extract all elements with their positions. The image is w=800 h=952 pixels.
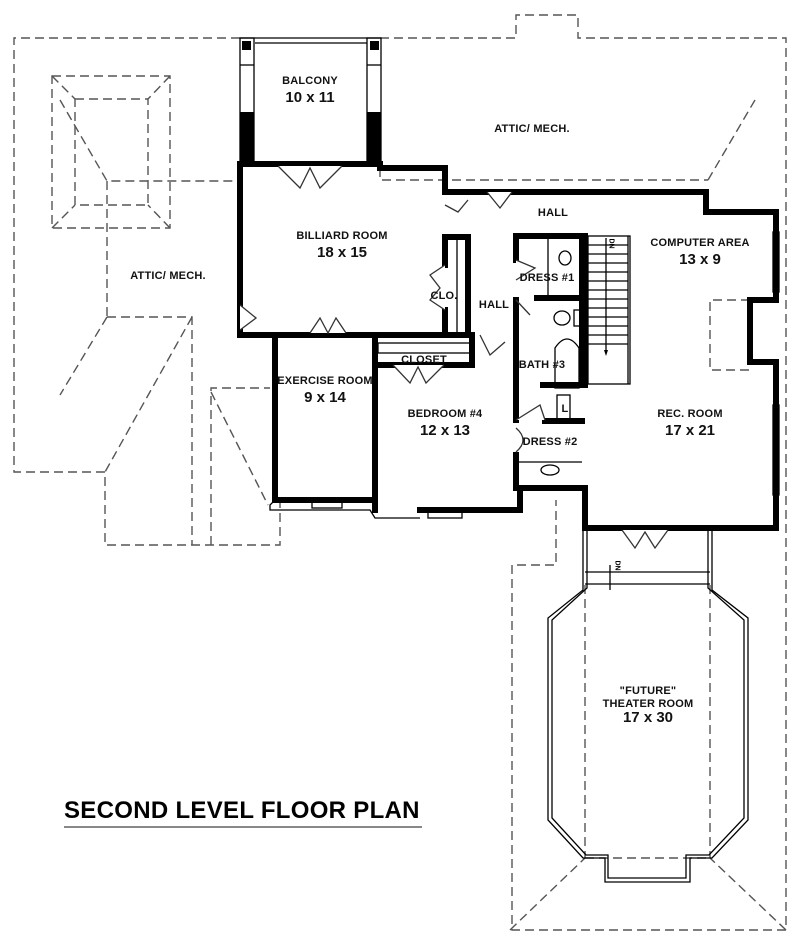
plan-title: SECOND LEVEL FLOOR PLAN	[64, 797, 420, 824]
room-label-dress1: DRESS #1	[520, 273, 575, 284]
room-label-closet-billiard: CLO.	[430, 291, 457, 302]
room-name: ATTIC/ MECH.	[130, 270, 206, 282]
room-label-dress2: DRESS #2	[523, 437, 578, 448]
room-label-bedroom4: BEDROOM #4 12 x 13	[407, 408, 483, 439]
room-dimensions: 13 x 9	[679, 251, 721, 268]
room-dimensions: 9 x 14	[304, 389, 346, 406]
room-label-attic-top: ATTIC/ MECH.	[494, 124, 570, 135]
room-label-hall-top: HALL	[538, 208, 568, 219]
room-label-exercise: EXERCISE ROOM 9 x 14	[277, 375, 373, 406]
room-name-line1: "FUTURE"	[619, 685, 677, 697]
room-dimensions: 10 x 11	[285, 89, 335, 106]
room-label-billiard: BILLIARD ROOM 18 x 15	[296, 230, 388, 261]
stair-treads	[588, 244, 628, 345]
room-name: BATH #3	[518, 359, 566, 371]
theater-room-outline	[547, 530, 749, 883]
theater-stair-down-label: DN	[613, 560, 621, 571]
room-name: EXERCISE ROOM	[277, 375, 373, 387]
room-label-theater: "FUTURE" THEATER ROOM 17 x 30	[602, 685, 694, 726]
room-name: DRESS #1	[519, 272, 575, 284]
room-name: DRESS #2	[522, 436, 578, 448]
balcony-structure	[239, 37, 382, 164]
room-name: BALCONY	[282, 75, 338, 87]
room-name: CLO.	[430, 290, 458, 302]
doors	[239, 165, 669, 550]
room-name: REC. ROOM	[657, 408, 723, 420]
room-name: BILLIARD ROOM	[296, 230, 388, 242]
room-name: COMPUTER AREA	[650, 237, 750, 249]
room-label-rec-room: REC. ROOM 17 x 21	[657, 408, 723, 439]
room-label-attic-left: ATTIC/ MECH.	[130, 271, 206, 282]
room-label-closet-bedroom: CLOSET	[401, 355, 447, 366]
exterior-walls	[237, 161, 779, 531]
roof-outline	[13, 14, 787, 931]
room-dimensions: 12 x 13	[419, 422, 471, 439]
room-name: HALL	[478, 299, 510, 311]
windows	[269, 231, 780, 519]
stair-down-label: DN	[607, 238, 615, 249]
room-dimensions: 17 x 21	[664, 422, 716, 439]
linen-text: L	[561, 403, 569, 415]
room-name: CLOSET	[401, 354, 447, 366]
room-label-computer-area: COMPUTER AREA 13 x 9	[650, 237, 750, 268]
room-label-bath3: BATH #3	[519, 360, 565, 371]
room-name-line2: THEATER ROOM	[602, 698, 694, 710]
room-name: HALL	[537, 207, 569, 219]
room-label-hall-mid: HALL	[479, 300, 509, 311]
room-name: BEDROOM #4	[407, 408, 483, 420]
room-label-balcony: BALCONY 10 x 11	[282, 75, 338, 106]
room-name: ATTIC/ MECH.	[494, 123, 570, 135]
title-underline	[64, 826, 422, 828]
room-dimensions: 18 x 15	[316, 244, 368, 261]
linen-label: L	[562, 404, 569, 415]
room-dimensions: 17 x 30	[622, 709, 674, 726]
interior-walls	[372, 233, 631, 491]
